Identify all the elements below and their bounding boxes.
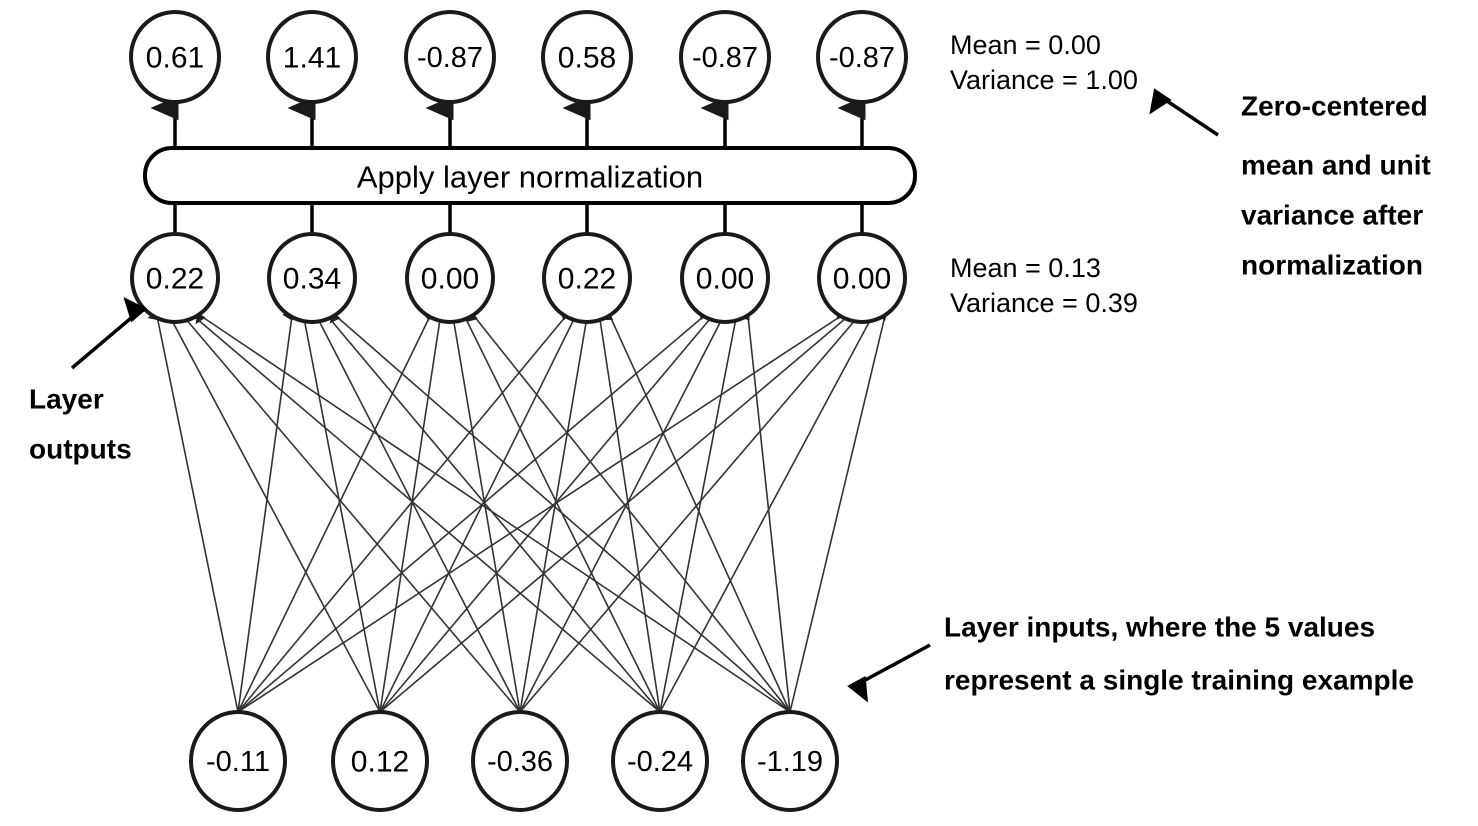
layer-output-node[interactable]: 0.22 <box>130 232 220 324</box>
normalized-output-node[interactable]: -0.87 <box>404 10 496 104</box>
node-value: -1.19 <box>757 746 823 778</box>
layer-input-node[interactable]: -1.19 <box>741 710 839 812</box>
callout-line: normalization <box>1241 250 1423 281</box>
layer-output-variance-label: Variance = 0.39 <box>950 288 1138 318</box>
node-value: 0.00 <box>696 263 754 296</box>
normalized-output-nodes: 0.61 1.41 -0.87 0.58 -0.87 -0.87 <box>129 10 908 104</box>
normalized-variance-label: Variance = 1.00 <box>950 65 1138 95</box>
layer-output-node[interactable]: 0.00 <box>680 232 770 324</box>
callout-line: Layer <box>29 384 104 415</box>
callout-layer-inputs: Layer inputs, where the 5 values represe… <box>847 612 1414 703</box>
layer-output-node[interactable]: 0.00 <box>817 232 907 324</box>
normalized-output-stats: Mean = 0.00 Variance = 1.00 <box>950 30 1138 95</box>
layer-input-nodes: -0.11 0.12 -0.36 -0.24 -1.19 <box>189 710 839 812</box>
layer-output-stats: Mean = 0.13 Variance = 0.39 <box>950 253 1138 318</box>
callout-line: outputs <box>29 434 132 465</box>
node-value: -0.24 <box>627 746 693 778</box>
node-value: 0.00 <box>421 263 479 296</box>
arrows-box-to-normalized <box>150 95 866 148</box>
layer-output-node[interactable]: 0.22 <box>542 232 632 324</box>
normalized-output-node[interactable]: 0.61 <box>129 10 221 104</box>
normalized-output-node[interactable]: 1.41 <box>266 10 358 104</box>
apply-layer-normalization-label: Apply layer normalization <box>357 160 703 195</box>
layer-input-node[interactable]: -0.24 <box>611 710 709 812</box>
normalized-mean-label: Mean = 0.00 <box>950 30 1101 60</box>
callout-zero-centered: Zero-centered mean and unit variance aft… <box>1149 88 1431 281</box>
edges-input-to-output <box>147 304 888 713</box>
node-value: 1.41 <box>283 42 341 75</box>
callout-line: variance after <box>1241 200 1423 231</box>
node-value: -0.11 <box>206 746 270 778</box>
node-value: -0.36 <box>487 746 553 778</box>
callout-line: represent a single training example <box>944 665 1414 696</box>
node-value: 0.00 <box>833 263 891 296</box>
layer-output-node[interactable]: 0.00 <box>405 232 495 324</box>
layer-output-mean-label: Mean = 0.13 <box>950 253 1101 283</box>
callout-arrow-icon <box>70 296 148 370</box>
callout-line: Zero-centered <box>1241 91 1428 122</box>
node-value: 0.34 <box>283 263 341 296</box>
callout-layer-outputs: Layer outputs <box>29 296 148 465</box>
normalized-output-node[interactable]: -0.87 <box>679 10 771 104</box>
layer-output-node[interactable]: 0.34 <box>267 232 357 324</box>
callout-arrow-icon <box>847 643 931 703</box>
layer-input-node[interactable]: 0.12 <box>331 710 429 812</box>
apply-layer-normalization-box[interactable] <box>143 146 917 205</box>
node-value: 0.22 <box>558 263 616 296</box>
node-value: 0.58 <box>558 42 616 75</box>
callout-line: Layer inputs, where the 5 values <box>944 612 1375 643</box>
node-value: 0.12 <box>351 746 409 779</box>
layer-output-nodes: 0.22 0.34 0.00 0.22 0.00 0.00 <box>130 232 907 324</box>
node-value: 0.61 <box>146 42 204 75</box>
callout-arrow-icon <box>1149 88 1219 137</box>
node-value: 0.22 <box>146 263 204 296</box>
layer-input-node[interactable]: -0.11 <box>189 710 287 812</box>
node-value: -0.87 <box>692 42 758 74</box>
normalized-output-node[interactable]: 0.58 <box>541 10 633 104</box>
node-value: -0.87 <box>829 42 895 74</box>
node-value: -0.87 <box>417 42 483 74</box>
layer-input-node[interactable]: -0.36 <box>471 710 569 812</box>
normalized-output-node[interactable]: -0.87 <box>816 10 908 104</box>
stubs-output-to-box <box>173 203 864 236</box>
callout-line: mean and unit <box>1241 150 1431 181</box>
